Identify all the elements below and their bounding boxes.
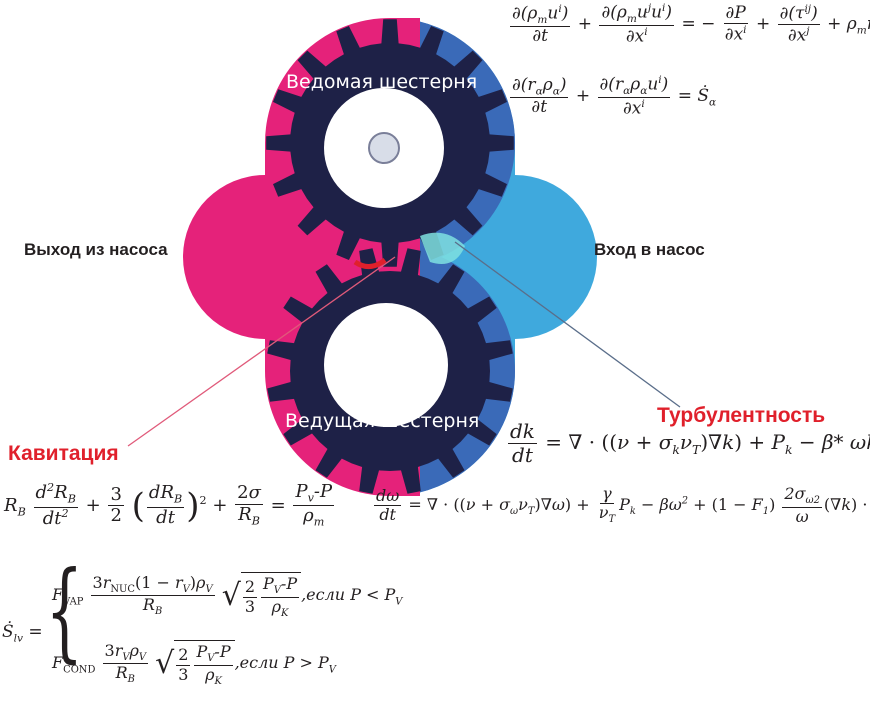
volume-fraction-equation: ∂(rαρα)∂t + ∂(rαραui)∂xi = Ṡα [510, 74, 717, 119]
cavitation-leader-line [127, 256, 396, 447]
driven-gear-shaft [368, 132, 400, 164]
turbulence-region [420, 232, 465, 264]
cavitation-label: Кавитация [8, 442, 119, 465]
driving-gear-label: Ведущая шестерня [285, 410, 480, 432]
driving-gear-hub [324, 303, 448, 427]
driven-gear-label: Ведомая шестерня [286, 71, 478, 93]
turbulence-leader-line [454, 241, 681, 408]
piecewise-brace: { [45, 549, 84, 674]
momentum-equation: ∂(ρmui)∂t + ∂(ρmujui)∂xi = − ∂P∂xi + ∂(τ… [510, 2, 870, 47]
turbulence-label: Турбулентность [657, 404, 826, 427]
if-less-text: ,если P < P [301, 585, 396, 605]
pump-inlet-label: Вход в насос [594, 240, 705, 259]
if-greater-text: ,если P > P [234, 653, 329, 673]
pump-outlet-label: Выход из насоса [24, 240, 168, 259]
cavitation-region [353, 257, 387, 269]
mass-transfer-lhs: Ṡlv = [2, 622, 43, 645]
